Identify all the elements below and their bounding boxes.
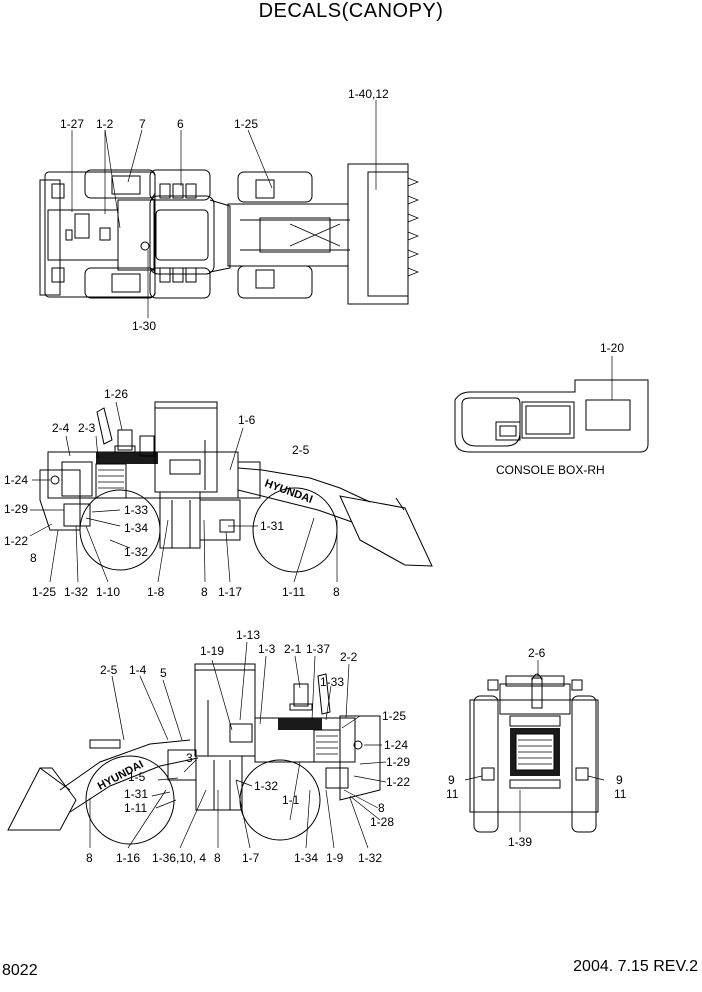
label-1-29-right: 1-29 bbox=[386, 755, 410, 769]
label-2-2: 2-2 bbox=[340, 650, 358, 664]
label-1-25-left: 1-25 bbox=[32, 585, 56, 599]
label-1-24: 1-24 bbox=[4, 473, 28, 487]
label-6: 6 bbox=[177, 117, 184, 131]
left-side-view-loader: HYUNDAI bbox=[39, 401, 433, 573]
label-1-31-right: 1-31 bbox=[124, 787, 148, 801]
page-title: DECALS(CANOPY) bbox=[258, 0, 444, 22]
label-1-25: 1-25 bbox=[234, 117, 258, 131]
label-1-24-right: 1-24 bbox=[384, 738, 408, 752]
label-1-28: 1-28 bbox=[370, 815, 394, 829]
label-1-36-10-4: 1-36,10, 4 bbox=[152, 851, 206, 865]
label-1-29: 1-29 bbox=[4, 502, 28, 516]
label-1-17: 1-17 bbox=[218, 585, 242, 599]
label-8-right-c: 8 bbox=[214, 851, 221, 865]
label-1-32-left: 1-32 bbox=[124, 545, 148, 559]
label-1-25-right: 1-25 bbox=[382, 709, 406, 723]
label-1-6: 1-6 bbox=[238, 413, 256, 427]
page-number: 8022 bbox=[2, 962, 38, 979]
left-view-leaders bbox=[29, 401, 338, 583]
label-1-2: 1-2 bbox=[96, 117, 114, 131]
label-9-right: 9 bbox=[616, 773, 623, 787]
label-1-33-right: 1-33 bbox=[320, 675, 344, 689]
label-1-34: 1-34 bbox=[124, 521, 148, 535]
label-1-13: 1-13 bbox=[236, 628, 260, 642]
label-1-7: 1-7 bbox=[242, 851, 260, 865]
label-1-3: 1-3 bbox=[258, 642, 276, 656]
label-2-4: 2-4 bbox=[52, 421, 70, 435]
label-1-10: 1-10 bbox=[96, 585, 120, 599]
label-1-1: 1-1 bbox=[282, 793, 300, 807]
label-1-27: 1-27 bbox=[60, 117, 84, 131]
label-1-11: 1-11 bbox=[282, 585, 305, 599]
rear-view-leaders bbox=[464, 660, 605, 832]
label-3: 3 bbox=[186, 751, 193, 765]
label-7: 7 bbox=[139, 117, 146, 131]
label-8-left-a: 8 bbox=[30, 551, 37, 565]
label-1-32-bottom: 1-32 bbox=[64, 585, 88, 599]
label-1-34-right: 1-34 bbox=[294, 851, 318, 865]
label-2-1: 2-1 bbox=[284, 642, 302, 656]
label-1-31: 1-31 bbox=[260, 519, 284, 533]
label-1-22-right: 1-22 bbox=[386, 775, 410, 789]
label-9-left: 9 bbox=[448, 773, 455, 787]
label-8-left-b: 8 bbox=[201, 585, 208, 599]
label-8-left-c: 8 bbox=[333, 585, 340, 599]
console-box-caption: CONSOLE BOX-RH bbox=[496, 463, 605, 477]
label-2-5-right: 2-5 bbox=[100, 663, 118, 677]
label-1-40-12: 1-40,12 bbox=[348, 87, 389, 101]
label-11-right: 11 bbox=[614, 787, 627, 801]
label-11-left: 11 bbox=[446, 787, 459, 801]
label-1-33: 1-33 bbox=[124, 503, 148, 517]
revision-date: 2004. 7.15 REV.2 bbox=[573, 958, 698, 975]
right-view-leaders bbox=[89, 641, 387, 849]
label-1-30: 1-30 bbox=[132, 319, 156, 333]
top-view-loader bbox=[39, 163, 419, 305]
top-view-leaders bbox=[71, 100, 377, 318]
label-1-39: 1-39 bbox=[508, 835, 532, 849]
label-1-4: 1-4 bbox=[129, 663, 147, 677]
label-1-11-right: 1-11 bbox=[124, 801, 147, 815]
label-1-16: 1-16 bbox=[116, 851, 140, 865]
console-box-rh bbox=[454, 356, 649, 453]
label-1-37: 1-37 bbox=[306, 642, 330, 656]
label-1-32-right-bottom: 1-32 bbox=[358, 851, 382, 865]
label-8-right-a: 8 bbox=[378, 801, 385, 815]
label-1-20: 1-20 bbox=[600, 341, 624, 355]
label-2-6: 2-6 bbox=[528, 646, 546, 660]
label-1-22: 1-22 bbox=[4, 534, 28, 548]
label-8-right-b: 8 bbox=[86, 851, 93, 865]
label-2-5: 2-5 bbox=[292, 443, 310, 457]
label-1-32-right: 1-32 bbox=[254, 779, 278, 793]
label-1-19: 1-19 bbox=[200, 644, 224, 658]
label-1-9: 1-9 bbox=[326, 851, 344, 865]
brand-text-left: HYUNDAI bbox=[263, 478, 314, 506]
label-1-8: 1-8 bbox=[147, 585, 165, 599]
label-2-3: 2-3 bbox=[78, 421, 96, 435]
label-1-5: 1-5 bbox=[128, 770, 146, 784]
label-5: 5 bbox=[160, 666, 167, 680]
label-1-26: 1-26 bbox=[104, 387, 128, 401]
rear-view-loader bbox=[469, 673, 599, 833]
